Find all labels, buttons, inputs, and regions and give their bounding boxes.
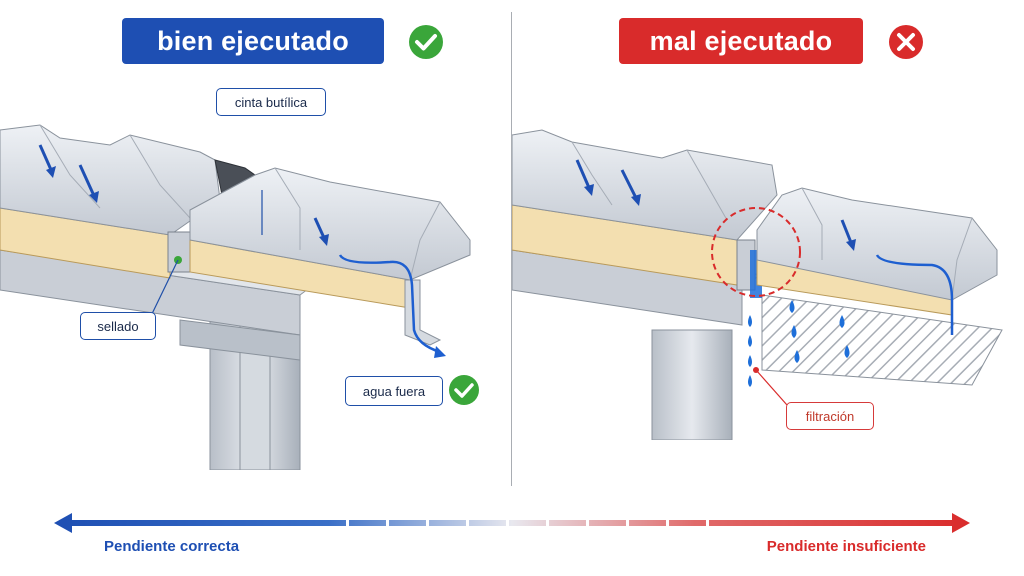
leak-callout: filtración	[786, 402, 874, 430]
seal-callout-text: sellado	[97, 318, 139, 334]
good-title-badge: bien ejecutado	[122, 18, 384, 64]
slope-right-label: Pendiente insuficiente	[766, 538, 926, 555]
bad-title: mal ejecutado	[649, 25, 833, 56]
water-out-callout-text: agua fuera	[362, 383, 426, 399]
seal-callout: sellado	[80, 312, 156, 340]
check-circle-small-icon	[449, 375, 479, 405]
water-out-callout: agua fuera	[345, 376, 443, 406]
bad-title-badge: mal ejecutado	[619, 18, 863, 64]
good-roof-illustration	[0, 124, 471, 470]
slope-scale-arrow	[54, 513, 970, 533]
check-circle-icon	[409, 25, 443, 59]
slope-left-label: Pendiente correcta	[104, 538, 240, 555]
bad-roof-illustration	[512, 129, 1003, 440]
tape-callout-text: cinta butílica	[234, 94, 308, 110]
tape-callout: cinta butílica	[216, 88, 326, 116]
good-title: bien ejecutado	[157, 25, 349, 56]
x-circle-icon	[889, 25, 923, 59]
leak-callout-text: filtración	[805, 408, 855, 424]
